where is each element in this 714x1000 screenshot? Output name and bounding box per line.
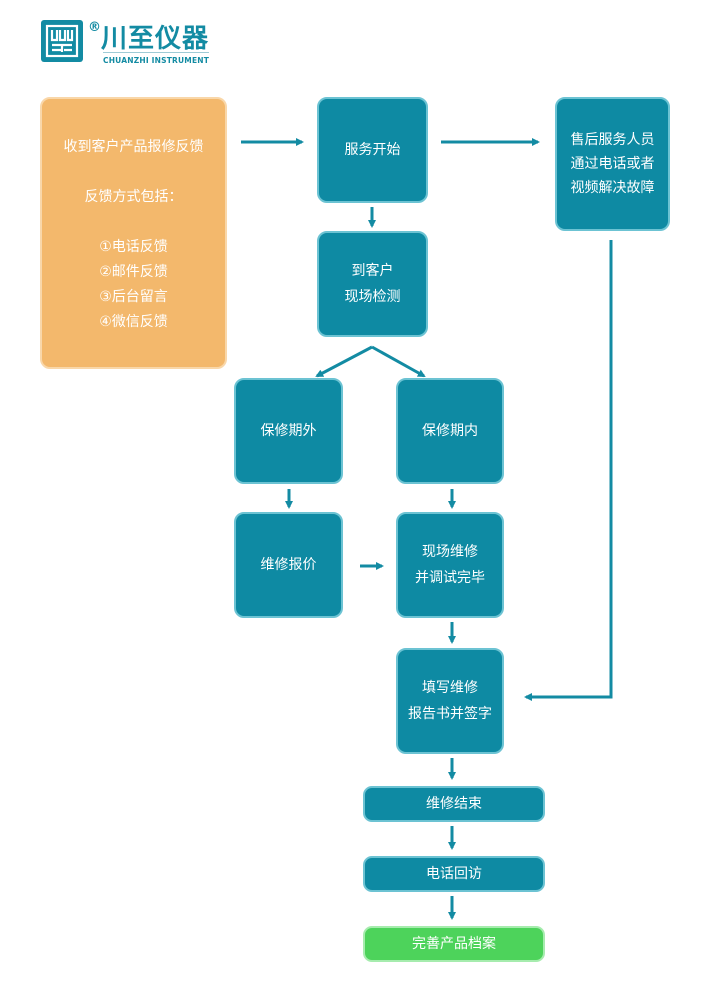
node-label: 填写维修	[422, 680, 478, 696]
feedback-method: ②邮件反馈	[99, 264, 168, 280]
node-service-start: 服务开始	[317, 97, 428, 203]
arrow-remote-to-report	[524, 240, 613, 701]
node-out-of-warranty: 保修期外	[234, 378, 343, 484]
logo-divider	[103, 52, 209, 53]
logo-mark-icon	[41, 20, 83, 62]
node-label: 现场检测	[344, 289, 401, 305]
feedback-title: 收到客户产品报修反馈	[63, 139, 204, 155]
node-label: 维修报价	[260, 557, 317, 573]
arrow-inspect-to-in-warranty	[371, 345, 426, 378]
company-logo: ® 川至仪器 CHUANZHI INSTRUMENT	[41, 20, 211, 66]
node-label: 维修结束	[426, 796, 482, 812]
node-label: 完善产品档案	[412, 936, 496, 952]
node-label: 并调试完毕	[415, 570, 485, 586]
node-fill-report: 填写维修 报告书并签字	[396, 648, 504, 754]
feedback-method: ③后台留言	[99, 289, 168, 305]
node-repair-end: 维修结束	[363, 786, 545, 822]
feedback-method: ④微信反馈	[99, 314, 168, 330]
feedback-method: ①电话反馈	[99, 239, 168, 255]
node-label: 到客户	[351, 263, 394, 279]
node-label: 保修期外	[260, 423, 317, 439]
arrow-inspect-to-out-warranty	[315, 345, 373, 378]
node-repair-quote: 维修报价	[234, 512, 343, 618]
node-label: 服务开始	[344, 142, 401, 158]
logo-name-cn: 川至仪器	[101, 24, 210, 54]
node-in-warranty: 保修期内	[396, 378, 504, 484]
node-archive: 完善产品档案	[363, 926, 545, 962]
feedback-subtitle: 反馈方式包括：	[84, 189, 183, 205]
node-onsite-inspect: 到客户 现场检测	[317, 231, 428, 337]
node-phone-followup: 电话回访	[363, 856, 545, 892]
node-label: 保修期内	[422, 423, 478, 439]
node-label: 电话回访	[426, 866, 482, 882]
node-label: 视频解决故障	[570, 180, 655, 196]
node-remote-support: 售后服务人员 通过电话或者 视频解决故障	[555, 97, 670, 231]
node-feedback: 收到客户产品报修反馈 反馈方式包括： ①电话反馈 ②邮件反馈 ③后台留言 ④微信…	[40, 97, 227, 369]
logo-name-en: CHUANZHI INSTRUMENT	[103, 56, 210, 65]
node-label: 报告书并签字	[408, 706, 492, 722]
node-onsite-repair: 现场维修 并调试完毕	[396, 512, 504, 618]
node-label: 现场维修	[422, 544, 478, 560]
registered-mark: ®	[88, 20, 101, 35]
node-label: 通过电话或者	[570, 156, 655, 172]
node-label: 售后服务人员	[570, 132, 655, 148]
